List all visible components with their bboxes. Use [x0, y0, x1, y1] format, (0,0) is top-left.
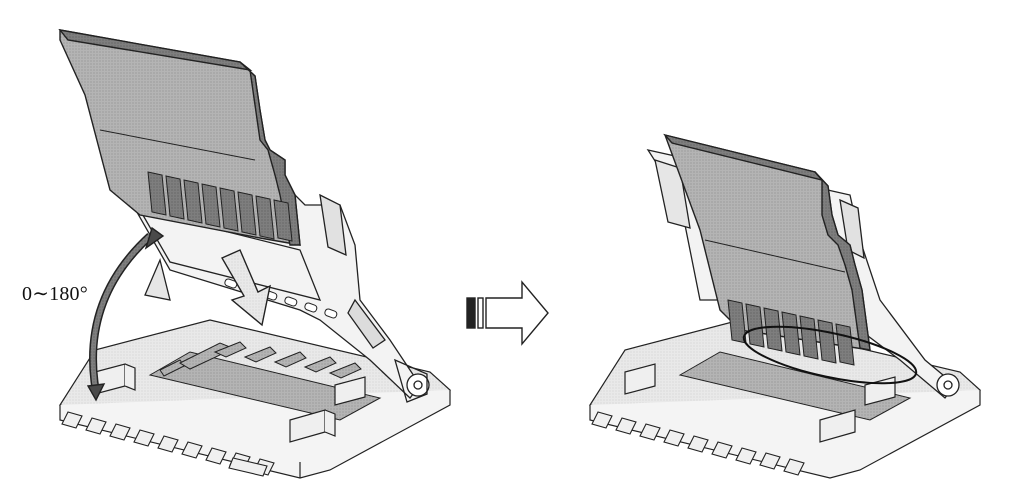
rotation-angle-label: 0∼180°: [22, 283, 88, 305]
left-memory-card: [58, 28, 301, 246]
insertion-direction-arrow: [221, 249, 271, 327]
right-solder-legs: [591, 411, 805, 476]
left-contact-springs: [148, 341, 382, 421]
contact-highlight-ellipse: [742, 325, 918, 385]
right-contact-springs: [678, 351, 912, 421]
left-solder-legs: [61, 411, 275, 477]
left-card-contacts: [147, 171, 293, 242]
transition-arrow: [466, 280, 549, 346]
left-assembly: [58, 28, 452, 479]
right-assembly: [589, 133, 982, 479]
rotation-angle-arrow: [86, 226, 165, 402]
